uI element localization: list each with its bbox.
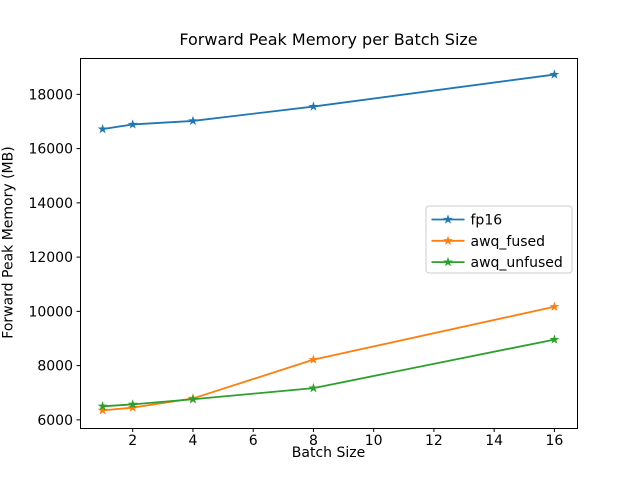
series-marker-awq_unfused bbox=[549, 334, 560, 344]
series-marker-awq_unfused bbox=[127, 399, 138, 409]
y-tick-label: 8000 bbox=[37, 359, 73, 375]
y-tick-label: 14000 bbox=[28, 196, 73, 212]
series-marker-awq_fused bbox=[97, 405, 108, 415]
series-marker-awq_unfused bbox=[97, 401, 108, 411]
series-marker-fp16 bbox=[308, 101, 319, 111]
y-tick-label: 10000 bbox=[28, 304, 73, 320]
legend-marker-fp16 bbox=[443, 214, 453, 224]
legend-marker-awq_unfused bbox=[443, 256, 453, 267]
legend-box bbox=[425, 205, 573, 274]
series-marker-fp16 bbox=[549, 69, 560, 79]
x-tick-label: 2 bbox=[128, 433, 137, 449]
x-tick-label: 4 bbox=[188, 433, 197, 449]
series-marker-fp16 bbox=[188, 115, 198, 126]
x-tick-label: 12 bbox=[425, 433, 443, 449]
series-marker-awq_unfused bbox=[188, 394, 198, 404]
series-line-awq_unfused bbox=[101, 338, 556, 408]
x-tick-label: 14 bbox=[485, 433, 503, 449]
series-marker-awq_unfused bbox=[308, 382, 319, 393]
legend-item-label: fp16 bbox=[471, 213, 503, 229]
series-marker-awq_fused bbox=[127, 402, 138, 412]
x-tick-label: 8 bbox=[309, 433, 318, 449]
series-line-awq_fused bbox=[101, 305, 556, 412]
x-tick-label: 10 bbox=[365, 433, 383, 449]
y-tick-label: 18000 bbox=[28, 87, 73, 103]
y-tick-label: 12000 bbox=[28, 250, 73, 266]
series-marker-fp16 bbox=[127, 119, 138, 129]
legend-item-label: awq_unfused bbox=[471, 255, 563, 271]
x-tick-label: 6 bbox=[249, 433, 258, 449]
chart-title: Forward Peak Memory per Batch Size bbox=[179, 30, 478, 49]
y-tick-label: 16000 bbox=[28, 142, 73, 158]
x-axis-label: Batch Size bbox=[291, 445, 366, 461]
y-tick-label: 6000 bbox=[37, 413, 73, 429]
series-line-fp16 bbox=[101, 73, 556, 130]
axes-frame bbox=[80, 58, 578, 429]
series-marker-fp16 bbox=[97, 123, 108, 134]
y-axis-label: Forward Peak Memory (MB) bbox=[0, 146, 17, 339]
x-tick-label: 16 bbox=[545, 433, 563, 449]
legend-marker-awq_fused bbox=[443, 235, 453, 246]
series-marker-awq_fused bbox=[308, 354, 319, 364]
series-marker-awq_fused bbox=[549, 301, 560, 311]
legend-item-label: awq_fused bbox=[471, 234, 546, 250]
